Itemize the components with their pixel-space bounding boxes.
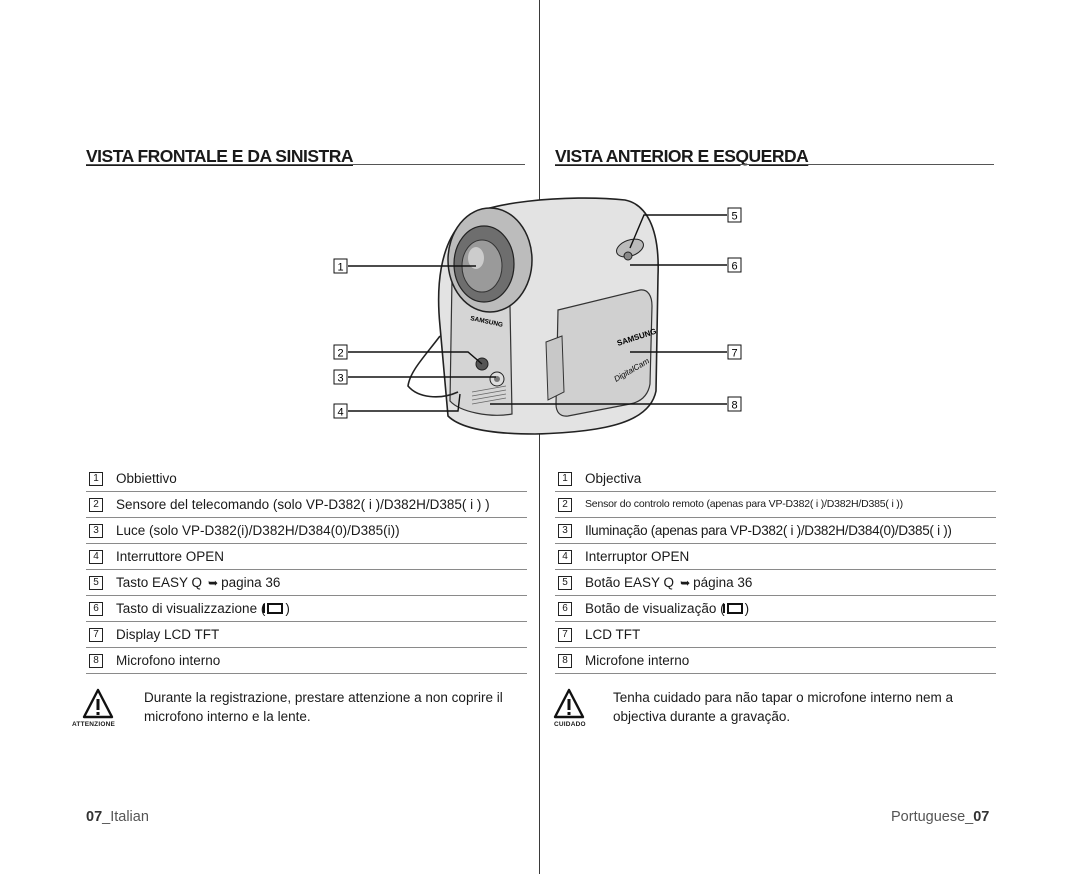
heading-underline xyxy=(86,164,525,165)
item-number: 1 xyxy=(558,472,572,486)
item-number: 1 xyxy=(89,472,103,486)
list-item: 5 Botão EASY Q ➥página 36 xyxy=(555,570,996,596)
display-button-suffix: ) xyxy=(744,601,750,616)
item-number: 5 xyxy=(558,576,572,590)
item-label: Interruptor OPEN xyxy=(585,549,690,564)
item-label: Tasto di visualizzazione () xyxy=(116,596,290,621)
list-item: 1 Obbiettivo xyxy=(86,466,527,492)
page-ref-arrow-icon: ➥ xyxy=(208,576,219,590)
callout-4: 4 xyxy=(337,407,343,419)
easy-q-label: Botão EASY Q xyxy=(585,575,675,590)
page-language: Portuguese_ xyxy=(891,809,974,825)
item-number: 6 xyxy=(558,602,572,616)
item-label: Objectiva xyxy=(585,471,642,486)
camcorder-diagram: SAMSUNG SAMSUNG DigitalCam 1 2 3 4 5 6 7… xyxy=(333,197,742,435)
item-label: Microfono interno xyxy=(116,653,221,668)
list-item: 8 Microfone interno xyxy=(555,648,996,674)
callout-7: 7 xyxy=(731,348,737,360)
page-language: _Italian xyxy=(102,809,149,825)
list-item: 4 Interruptor OPEN xyxy=(555,544,996,570)
item-number: 5 xyxy=(89,576,103,590)
item-number: 2 xyxy=(89,498,103,512)
item-number: 4 xyxy=(89,550,103,564)
caution-text: Durante la registrazione, prestare atten… xyxy=(144,690,503,724)
page-ref: página 36 xyxy=(693,575,753,590)
item-label: Interruttore OPEN xyxy=(116,549,225,564)
list-item: 3 Iluminação (apenas para VP-D382( i )/D3… xyxy=(555,518,996,544)
list-item: 6 Tasto di visualizzazione () xyxy=(86,596,527,622)
caution-label: ATTENZIONE xyxy=(72,721,116,728)
item-number: 2 xyxy=(558,498,572,512)
display-button-label: Botão de visualização ( xyxy=(585,601,725,616)
list-item: 1 Objectiva xyxy=(555,466,996,492)
page-number: 07 xyxy=(86,809,103,825)
list-item: 2 Sensor do controlo remoto (apenas para … xyxy=(555,492,996,518)
callout-5: 5 xyxy=(731,211,737,223)
caution-text: Tenha cuidado para não tapar o microfone… xyxy=(613,690,953,724)
heading-underline xyxy=(555,164,994,165)
item-list-portuguese: 1 Objectiva 2 Sensor do controlo remoto (a… xyxy=(555,466,996,674)
item-number: 8 xyxy=(558,654,572,668)
easy-q-label: Tasto EASY Q xyxy=(116,575,203,590)
center-divider xyxy=(539,0,540,874)
display-icon xyxy=(263,603,284,614)
item-label: Botão de visualização () xyxy=(585,596,749,621)
item-number: 7 xyxy=(558,628,572,642)
display-button-suffix: ) xyxy=(285,601,290,616)
callout-2: 2 xyxy=(337,348,343,360)
section-heading-italian: VISTA FRONTALE E DA SINISTRA xyxy=(86,146,353,166)
callout-6: 6 xyxy=(731,261,737,273)
list-item: 2 Sensore del telecomando (solo VP-D382( … xyxy=(86,492,527,518)
item-label: Iluminação (apenas para VP-D382( i )/D38… xyxy=(585,523,952,538)
section-heading-portuguese: VISTA ANTERIOR E ESQUERDA xyxy=(555,146,809,166)
callout-3: 3 xyxy=(337,373,343,385)
warning-icon xyxy=(82,688,114,719)
item-label: Microfone interno xyxy=(585,653,690,668)
list-item: 7 Display LCD TFT xyxy=(86,622,527,648)
page-number: 07 xyxy=(973,809,990,825)
item-label: Luce (solo VP-D382(i)/D382H/D384(0)/D385… xyxy=(116,523,400,538)
caution-label: CUIDADO xyxy=(554,721,586,728)
item-label: Tasto EASY Q ➥pagina 36 xyxy=(116,570,280,596)
callout-8: 8 xyxy=(731,400,737,412)
page-footer-italian: 07_Italian xyxy=(86,809,149,825)
display-button-label: Tasto di visualizzazione ( xyxy=(116,601,266,616)
warning-icon xyxy=(553,688,585,719)
item-label: LCD TFT xyxy=(585,627,641,642)
display-icon xyxy=(722,603,743,614)
page-ref-arrow-icon: ➥ xyxy=(680,576,691,590)
callout-1: 1 xyxy=(337,262,343,274)
list-item: 4 Interruttore OPEN xyxy=(86,544,527,570)
item-number: 6 xyxy=(89,602,103,616)
item-label: Display LCD TFT xyxy=(116,627,220,642)
item-number: 7 xyxy=(89,628,103,642)
item-list-italian: 1 Obbiettivo 2 Sensore del telecomando (so… xyxy=(86,466,527,674)
item-label: Sensor do controlo remoto (apenas para V… xyxy=(585,498,903,510)
list-item: 6 Botão de visualização () xyxy=(555,596,996,622)
list-item: 8 Microfono interno xyxy=(86,648,527,674)
item-label: Botão EASY Q ➥página 36 xyxy=(585,570,752,596)
item-number: 3 xyxy=(558,524,572,538)
item-number: 8 xyxy=(89,654,103,668)
item-number: 3 xyxy=(89,524,103,538)
list-item: 3 Luce (solo VP-D382(i)/D382H/D384(0)/D38… xyxy=(86,518,527,544)
list-item: 5 Tasto EASY Q ➥pagina 36 xyxy=(86,570,527,596)
list-item: 7 LCD TFT xyxy=(555,622,996,648)
item-number: 4 xyxy=(558,550,572,564)
item-label: Obbiettivo xyxy=(116,471,177,486)
page-footer-portuguese: Portuguese_07 xyxy=(891,809,989,825)
item-label: Sensore del telecomando (solo VP-D382( i… xyxy=(116,497,490,512)
page-ref: pagina 36 xyxy=(221,575,281,590)
